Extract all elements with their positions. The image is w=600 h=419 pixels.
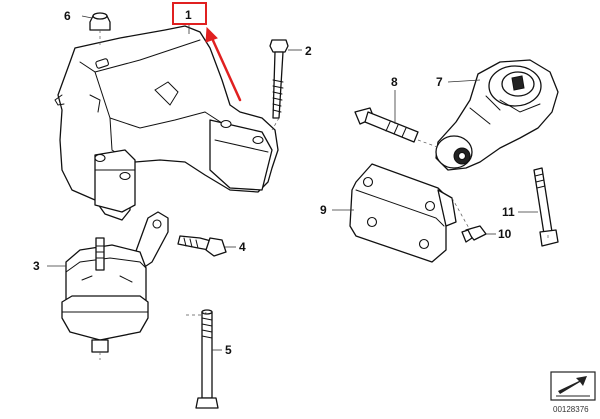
part-11-long-bolt (533, 167, 559, 247)
callout-10: 10 (498, 227, 512, 241)
part-5-long-bolt (195, 309, 219, 409)
part-3-engine-mount (61, 211, 169, 353)
callout-6: 6 (64, 9, 71, 23)
callout-9: 9 (320, 203, 327, 217)
part-1-mounting-bracket (54, 25, 279, 221)
leader-lines (47, 15, 538, 351)
pointer-arrow-icon (550, 371, 596, 401)
callout-4: 4 (239, 240, 246, 254)
callouts: 6 1 2 3 4 5 7 8 9 10 11 (33, 2, 515, 357)
callout-3: 3 (33, 259, 40, 273)
part-4-bolt (177, 235, 227, 257)
part-2-long-bolt (269, 39, 289, 119)
part-6-nut (89, 12, 111, 31)
part-10-screw (461, 225, 487, 243)
highlight-arrow (205, 26, 242, 102)
part-7-torque-strut (435, 59, 559, 171)
callout-11: 11 (502, 205, 515, 219)
callout-7: 7 (436, 75, 443, 89)
alignment-lines (99, 30, 549, 360)
callout-2: 2 (305, 44, 312, 58)
callout-5: 5 (225, 343, 232, 357)
part-9-plate-bracket (349, 163, 457, 263)
callout-8: 8 (391, 75, 398, 89)
part-8-bolt (354, 107, 419, 143)
highlight-box (172, 2, 207, 25)
callout-1: 1 (185, 8, 192, 22)
reference-number: 00128376 (553, 405, 589, 414)
